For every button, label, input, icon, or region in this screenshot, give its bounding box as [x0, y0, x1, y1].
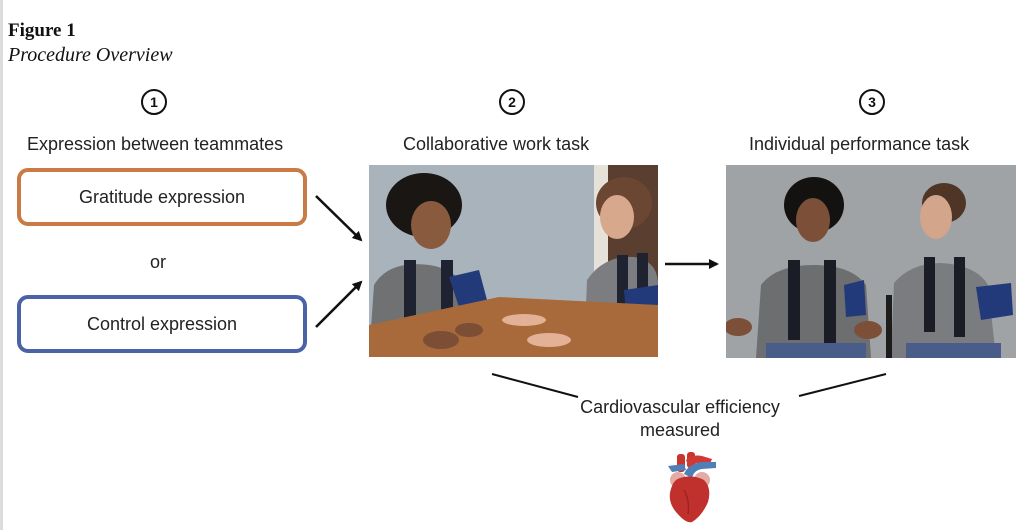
collaborative-task-photo-illustration: [369, 165, 658, 357]
or-label: or: [150, 252, 167, 272]
step-1-title: Expression between teammates: [27, 134, 284, 154]
measurement-label: Cardiovascular efficiency measured: [540, 396, 820, 442]
figure-title: Procedure Overview: [8, 44, 173, 66]
gratitude-condition-label: Gratitude expression: [78, 186, 246, 207]
step-2-number: 2: [499, 89, 525, 115]
step-3-title: Individual performance task: [749, 134, 970, 154]
control-condition-box: Control expression: [17, 295, 307, 353]
individual-task-photo: [726, 165, 1016, 358]
bracket-line-left: [491, 373, 579, 398]
step-1-number: 1: [141, 89, 167, 115]
figure-label: Figure 1: [8, 20, 76, 41]
individual-task-photo-illustration: [726, 165, 1016, 358]
gratitude-condition-box: Gratitude expression: [17, 168, 307, 226]
step-3-number: 3: [859, 89, 885, 115]
page-edge: [0, 0, 3, 530]
step-2-title: Collaborative work task: [403, 134, 590, 154]
measurement-line-2: measured: [639, 420, 721, 440]
measurement-line-1: Cardiovascular efficiency: [580, 397, 780, 417]
collaborative-task-photo: [369, 165, 658, 357]
control-condition-label: Control expression: [86, 313, 238, 334]
arrow-control-to-collab: [315, 280, 363, 328]
heart-icon: [668, 452, 716, 523]
bracket-line-right: [798, 373, 887, 397]
arrow-gratitude-to-collab: [315, 195, 363, 242]
